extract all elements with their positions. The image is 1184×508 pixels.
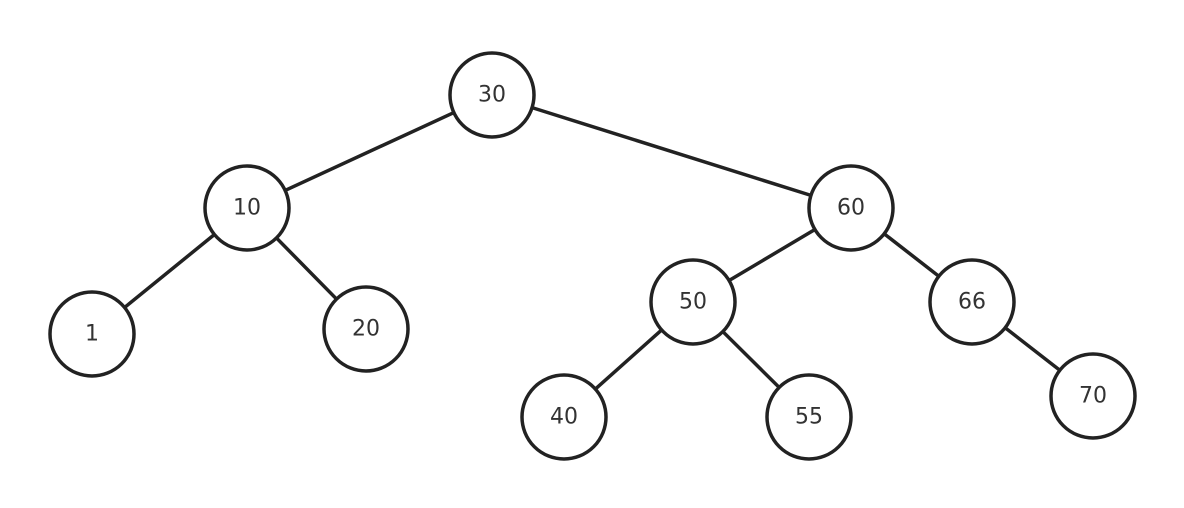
tree-edge-60-66 <box>882 232 941 278</box>
tree-node: 20 <box>322 285 410 373</box>
tree-edge-50-40 <box>593 328 664 391</box>
tree-node-label: 70 <box>1079 384 1107 409</box>
tree-node: 40 <box>520 373 608 461</box>
tree-node: 10 <box>203 164 291 252</box>
tree-node-label: 50 <box>679 290 707 315</box>
tree-node-circle <box>649 258 737 346</box>
tree-edge-30-60 <box>530 105 813 198</box>
tree-edge-50-55 <box>721 329 781 390</box>
tree-node-label: 66 <box>958 290 986 315</box>
tree-node-label: 30 <box>478 83 506 108</box>
tree-node-circle <box>807 164 895 252</box>
tree-node-label: 60 <box>837 196 865 221</box>
tree-node: 66 <box>928 258 1016 346</box>
tree-edges <box>122 105 1062 391</box>
tree-node: 55 <box>765 373 853 461</box>
tree-node-label: 1 <box>85 322 99 347</box>
tree-node: 50 <box>649 258 737 346</box>
tree-node-label: 20 <box>352 317 380 342</box>
tree-node: 70 <box>1049 352 1137 440</box>
tree-node-circle <box>448 51 536 139</box>
tree-nodes: 30 10 60 1 20 50 66 40 55 70 <box>48 51 1137 461</box>
tree-edge-60-50 <box>727 227 817 283</box>
tree-node-label: 10 <box>233 196 261 221</box>
tree-node-circle <box>765 373 853 461</box>
tree-node: 60 <box>807 164 895 252</box>
tree-node: 30 <box>448 51 536 139</box>
tree-edge-66-70 <box>1003 326 1062 372</box>
tree-node-circle <box>1049 352 1137 440</box>
tree-node-circle <box>203 164 291 252</box>
tree-node: 1 <box>48 290 136 378</box>
tree-node-circle <box>928 258 1016 346</box>
tree-node-circle <box>520 373 608 461</box>
tree-node-label: 55 <box>795 405 823 430</box>
tree-edge-10-20 <box>274 236 339 301</box>
tree-edge-10-1 <box>122 232 217 310</box>
tree-edge-30-10 <box>283 110 456 193</box>
tree-node-circle <box>48 290 136 378</box>
tree-node-label: 40 <box>550 405 578 430</box>
tree-node-circle <box>322 285 410 373</box>
